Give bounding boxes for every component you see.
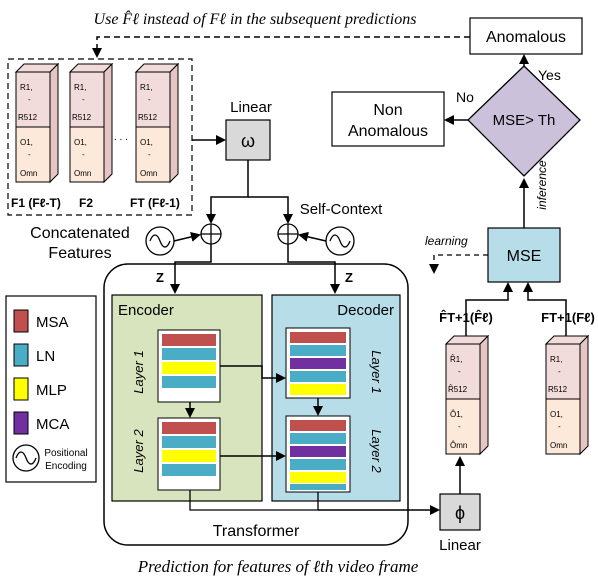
svg-text:O1,: O1, xyxy=(140,138,153,147)
svg-text:R512: R512 xyxy=(548,385,568,394)
feature-label-2: F2 xyxy=(79,196,93,210)
svg-text:R512: R512 xyxy=(72,113,92,122)
svg-text:-: - xyxy=(148,150,151,159)
legend-item-msa: MSA xyxy=(13,309,69,333)
svg-text:-: - xyxy=(82,95,85,104)
svg-text:O1,: O1, xyxy=(550,410,563,419)
encoder-layer2-label: Layer 2 xyxy=(131,429,146,473)
svg-text:O1,: O1, xyxy=(20,138,33,147)
concat-features-box xyxy=(7,58,193,216)
encoder-layer-2 xyxy=(157,417,221,491)
feature-block-1: R1, - R512 O1, - Omn xyxy=(14,62,60,184)
positional-encoding-right-icon xyxy=(325,226,355,256)
decision-text: MSE> Th xyxy=(493,112,556,129)
svg-text:MSA: MSA xyxy=(36,314,69,331)
feature-block-2: R1, - R512 O1, - Omn xyxy=(68,62,114,184)
transformer-box xyxy=(103,263,409,546)
decoder-title: Decoder xyxy=(337,302,394,319)
inference-label: inference xyxy=(535,160,549,210)
top-caption: Use F̂ℓ instead of Fℓ in the subsequent … xyxy=(94,9,417,28)
svg-text:-: - xyxy=(558,367,561,376)
linear-omega-box xyxy=(225,119,271,161)
feature-block-3: R1, - R512 O1, - Omn xyxy=(134,62,180,184)
pred-feature-block: R̂1, - R̂512 Ô1, - Ômn xyxy=(444,334,490,456)
z-right: Z xyxy=(345,270,353,285)
svg-text:R̂512: R̂512 xyxy=(448,385,468,394)
svg-text:R1,: R1, xyxy=(550,355,562,364)
svg-text:-: - xyxy=(148,95,151,104)
bottom-caption: Prediction for features of ℓth video fra… xyxy=(137,557,419,576)
svg-text:Omn: Omn xyxy=(140,169,157,178)
svg-text:R̂1,: R̂1, xyxy=(450,355,462,364)
true-feature-block: R1, - R512 O1, - Omn xyxy=(544,334,590,456)
svg-text:MLP: MLP xyxy=(36,382,67,399)
concat-label-line2: Features xyxy=(48,245,111,262)
decoder-layer-2 xyxy=(285,415,351,493)
concat-label-line1: Concatenated xyxy=(30,225,130,242)
feedback-arrow xyxy=(92,36,470,58)
add-node-left xyxy=(200,223,222,245)
svg-text:R1,: R1, xyxy=(140,83,152,92)
svg-text:MCA: MCA xyxy=(36,416,69,433)
non-anomalous-line2: Anomalous xyxy=(348,123,428,140)
decoder-layer1-label: Layer 1 xyxy=(369,350,384,393)
linear-top-title: Linear xyxy=(230,99,272,116)
svg-text:R512: R512 xyxy=(18,113,38,122)
decoder-layer2-label: Layer 2 xyxy=(369,429,384,473)
learning-label: learning xyxy=(425,234,468,248)
svg-text:-: - xyxy=(28,150,31,159)
svg-text:-: - xyxy=(28,95,31,104)
omega-symbol: ω xyxy=(241,131,255,151)
svg-text:-: - xyxy=(458,422,461,431)
non-anomalous-line1: Non xyxy=(373,102,402,119)
add-node-right xyxy=(277,223,299,245)
feature-ellipsis: . . . xyxy=(114,132,128,143)
self-context-label: Self-Context xyxy=(300,201,383,218)
anomalous-label: Anomalous xyxy=(486,29,566,46)
legend-item-mlp: MLP xyxy=(13,377,67,401)
svg-text:Ômn: Ômn xyxy=(450,441,467,450)
true-feature-label: FT+1(Fℓ) xyxy=(541,310,595,325)
legend-item-mca: MCA xyxy=(13,411,69,435)
mse-label: MSE xyxy=(507,248,542,265)
positional-encoding-left-icon xyxy=(145,226,175,256)
legend-positional-encoding-icon xyxy=(12,444,40,472)
anomalous-box xyxy=(469,17,583,55)
svg-text:Omn: Omn xyxy=(20,169,37,178)
svg-text:R512: R512 xyxy=(138,113,158,122)
encoder-layer-1 xyxy=(157,329,221,403)
svg-text:Ô1,: Ô1, xyxy=(450,410,463,419)
legend-pe-line2: Encoding xyxy=(45,461,87,472)
svg-text:LN: LN xyxy=(36,348,55,365)
svg-text:Omn: Omn xyxy=(74,169,91,178)
transformer-label: Transformer xyxy=(213,523,300,540)
legend-item-ln: LN xyxy=(13,343,55,367)
svg-text:R1,: R1, xyxy=(74,83,86,92)
no-label: No xyxy=(456,89,474,105)
svg-text:R1,: R1, xyxy=(20,83,32,92)
decision-diamond xyxy=(467,65,581,177)
phi-symbol: ϕ xyxy=(455,503,465,523)
svg-text:O1,: O1, xyxy=(74,138,87,147)
svg-text:-: - xyxy=(458,367,461,376)
feature-label-1: F1 (Fℓ-T) xyxy=(11,196,61,210)
z-left: Z xyxy=(156,270,164,285)
feature-label-3: FT (Fℓ-1) xyxy=(130,196,180,210)
linear-bottom-title: Linear xyxy=(439,537,481,554)
decoder-layer-1 xyxy=(285,327,351,399)
non-anomalous-box xyxy=(331,91,445,147)
svg-text:-: - xyxy=(82,150,85,159)
learning-arrow xyxy=(429,254,488,274)
svg-text:Omn: Omn xyxy=(550,441,567,450)
encoder-layer1-label: Layer 1 xyxy=(131,350,146,393)
encoder-title: Encoder xyxy=(118,302,174,319)
yes-label: Yes xyxy=(538,67,561,83)
svg-text:-: - xyxy=(558,422,561,431)
legend-pe-line1: Positional xyxy=(44,448,87,459)
